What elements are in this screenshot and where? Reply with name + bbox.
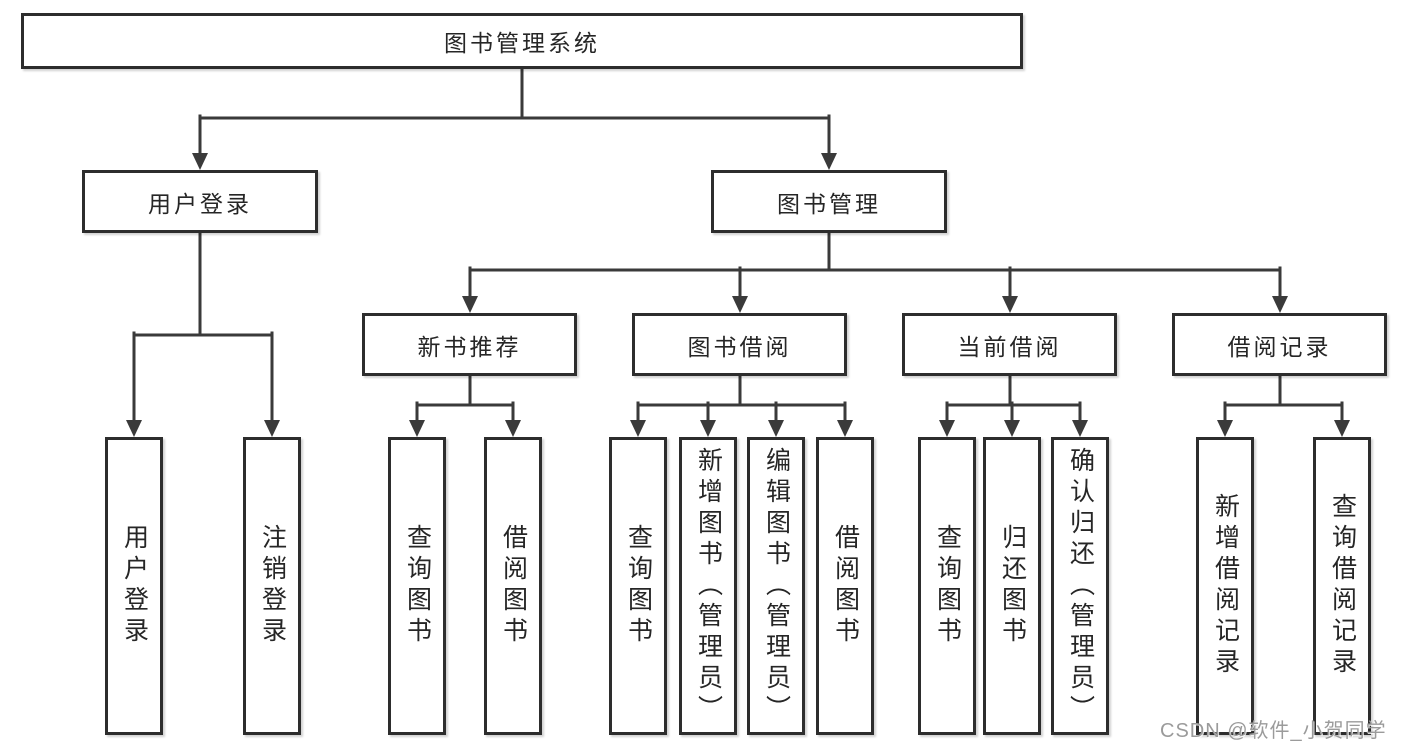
connector-management-to-level3 <box>462 231 1288 313</box>
leaf-borrow-query-books: 查询图书 <box>609 437 667 735</box>
leaf-label: 注销登录 <box>258 524 287 648</box>
node-new-book-recommend: 新书推荐 <box>362 313 577 376</box>
leaf-edit-book-admin: 编辑图书（管理员） <box>747 437 805 735</box>
node-library-management-system: 图书管理系统 <box>21 13 1023 69</box>
leaf-recommend-query-books: 查询图书 <box>388 437 446 735</box>
leaf-add-borrow-record: 新增借阅记录 <box>1196 437 1254 735</box>
connector-current-to-leaves <box>939 374 1088 437</box>
leaf-logout: 注销登录 <box>243 437 301 735</box>
connector-root-to-level2 <box>192 67 837 170</box>
leaf-recommend-borrow-books: 借阅图书 <box>484 437 542 735</box>
leaf-borrow-books: 借阅图书 <box>816 437 874 735</box>
node-current-borrow: 当前借阅 <box>902 313 1117 376</box>
leaf-add-book-admin: 新增图书（管理员） <box>679 437 737 735</box>
leaf-label: 查询借阅记录 <box>1328 493 1357 679</box>
leaf-label: 新增图书（管理员） <box>694 446 723 726</box>
leaf-label: 确认归还（管理员） <box>1066 446 1095 726</box>
connector-records-to-leaves <box>1217 374 1350 437</box>
node-book-borrow: 图书借阅 <box>632 313 847 376</box>
leaf-label: 借阅图书 <box>831 524 860 648</box>
leaf-label: 归还图书 <box>998 524 1027 648</box>
leaf-confirm-return-admin: 确认归还（管理员） <box>1051 437 1109 735</box>
leaf-return-books: 归还图书 <box>983 437 1041 735</box>
leaf-label: 查询图书 <box>624 524 653 648</box>
leaf-current-query-books: 查询图书 <box>918 437 976 735</box>
node-borrow-records: 借阅记录 <box>1172 313 1387 376</box>
leaf-label: 用户登录 <box>120 524 149 648</box>
leaf-query-borrow-record: 查询借阅记录 <box>1313 437 1371 735</box>
connector-borrow-to-leaves <box>630 374 853 437</box>
node-user-login: 用户登录 <box>82 170 318 233</box>
leaf-label: 借阅图书 <box>499 524 528 648</box>
leaf-label: 查询图书 <box>933 524 962 648</box>
node-book-management: 图书管理 <box>711 170 947 233</box>
connector-login-to-leaves <box>126 231 280 437</box>
leaf-label: 新增借阅记录 <box>1211 493 1240 679</box>
leaf-label: 编辑图书（管理员） <box>762 446 791 726</box>
csdn-watermark: CSDN @软件_小贺同学 <box>1160 720 1387 742</box>
leaf-label: 查询图书 <box>403 524 432 648</box>
connector-recommend-to-leaves <box>409 374 521 437</box>
leaf-user-login: 用户登录 <box>105 437 163 735</box>
